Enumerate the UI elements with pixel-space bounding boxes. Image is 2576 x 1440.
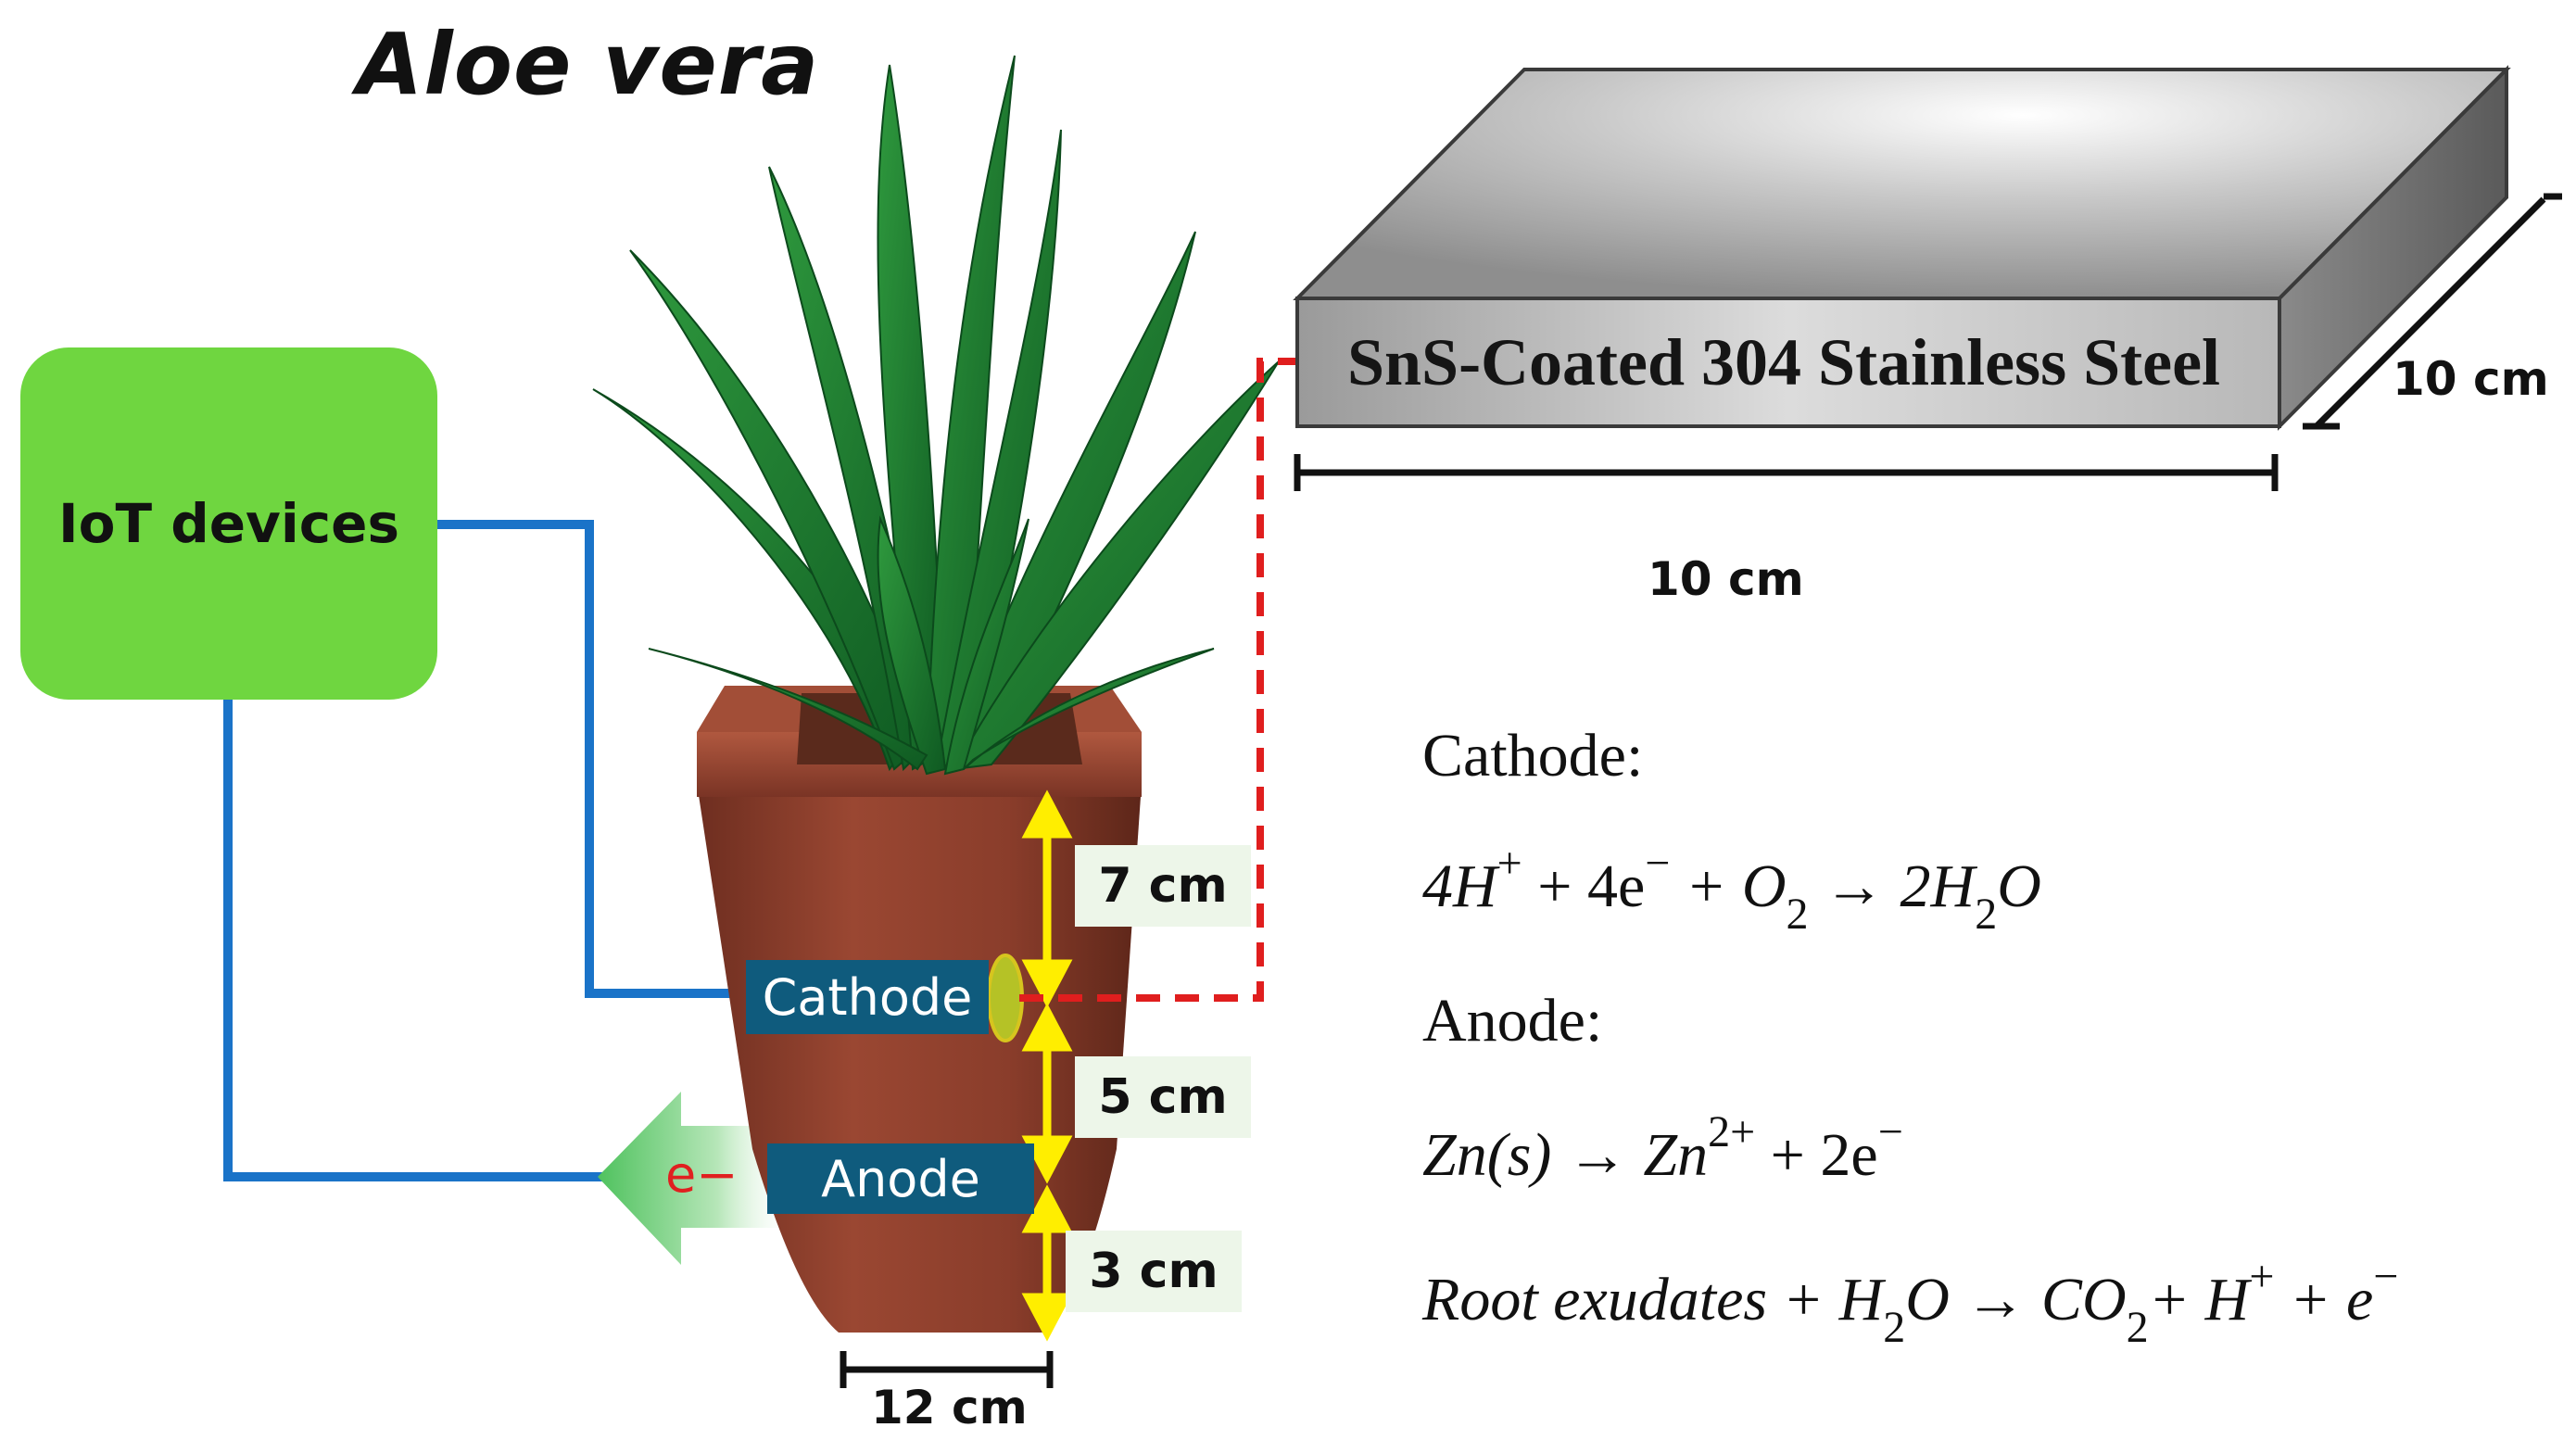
anode-tag: Anode [767, 1143, 1034, 1214]
root-exudate-equation: Root exudates + H2O → CO2+ H+ + e− [1422, 1252, 2399, 1353]
steel-plate [1293, 65, 2511, 431]
cathode-equation: 4H+ + 4e− + O2 → 2H2O [1422, 839, 2041, 940]
iot-devices-label: IoT devices [58, 492, 399, 555]
cathode-label: Cathode [762, 967, 973, 1027]
steel-width-label: 10 cm [1648, 552, 1804, 606]
iot-devices-box: IoT devices [20, 347, 437, 700]
steel-depth-dimension [2303, 193, 2562, 430]
anode-equation: Zn(s) → Zn2+ + 2e− [1422, 1107, 1903, 1189]
dashed-link [1019, 358, 1297, 1002]
dimension-label-7cm: 7 cm [1075, 845, 1251, 927]
wire-to-anode [223, 700, 612, 1181]
dimension-arrow-5cm [1021, 1003, 1073, 1184]
steel-label: SnS-Coated 304 Stainless Steel [1346, 325, 2221, 399]
steel-width-dimension [1294, 454, 2279, 491]
aloe-plant [592, 55, 1280, 776]
electron-label: e− [665, 1145, 739, 1204]
wire-to-cathode [437, 520, 751, 998]
cathode-heading: Cathode: [1422, 722, 1644, 789]
dimension-arrow-3cm [1021, 1184, 1073, 1342]
anode-heading: Anode: [1422, 987, 1603, 1055]
cathode-marker [987, 954, 1024, 1042]
pot-base-dimension [840, 1351, 1054, 1388]
dimension-label-3cm: 3 cm [1066, 1231, 1242, 1312]
dimension-arrow-7cm [1021, 789, 1073, 1008]
electron-flow-arrow [598, 1092, 797, 1265]
cathode-tag: Cathode [746, 960, 989, 1034]
dimension-label-12cm: 12 cm [871, 1381, 1028, 1434]
diagram-title: Aloe vera [357, 15, 820, 114]
anode-label: Anode [821, 1149, 980, 1208]
steel-depth-label: 10 cm [2393, 352, 2549, 406]
dimension-label-5cm: 5 cm [1075, 1056, 1251, 1138]
